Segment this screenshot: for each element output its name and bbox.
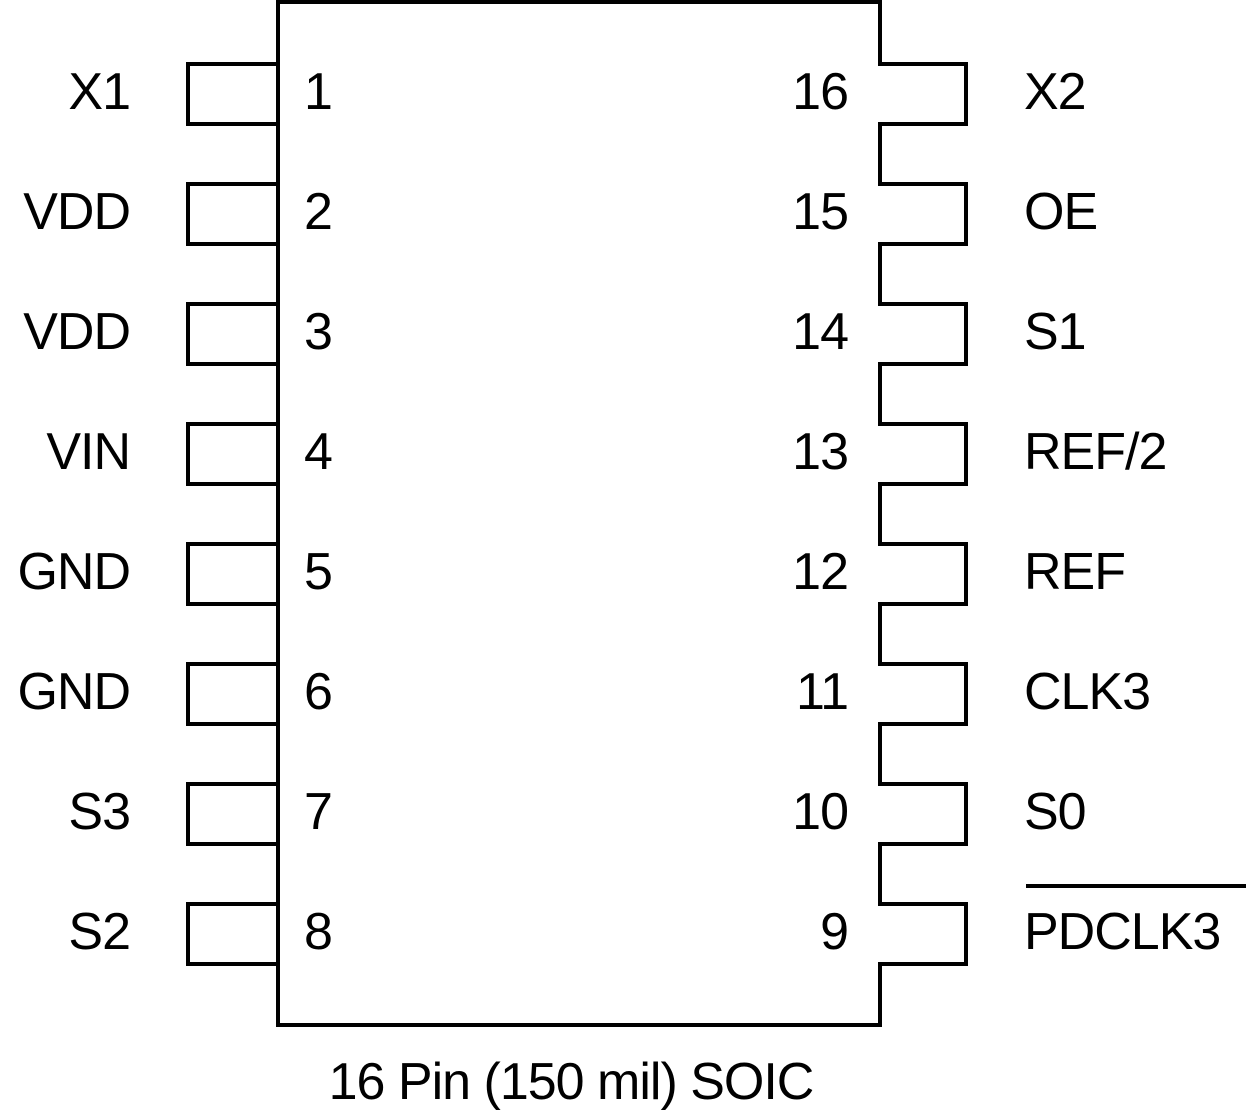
pin-name-left: S2 <box>68 903 131 961</box>
pin-name-right: S0 <box>1024 783 1087 841</box>
pin-name-right: PDCLK3 <box>1024 903 1221 961</box>
pin-number-right: 9 <box>820 903 849 961</box>
pin-number-right: 16 <box>792 63 849 121</box>
pin-name-left: X1 <box>68 63 131 121</box>
pin-name-left: S3 <box>68 783 131 841</box>
pin-number-left: 2 <box>304 183 333 241</box>
pin-lead-right <box>878 542 968 606</box>
pin-number-left: 5 <box>304 543 333 601</box>
pin-number-left: 4 <box>304 423 333 481</box>
pin-name-left: VIN <box>46 423 131 481</box>
pin-lead-left <box>186 422 276 486</box>
pin-number-right: 10 <box>792 783 849 841</box>
pin-name-left: VDD <box>23 183 131 241</box>
pin-lead-right <box>878 302 968 366</box>
pin-name-right: S1 <box>1024 303 1087 361</box>
pin-number-right: 11 <box>796 663 849 721</box>
pin-lead-left <box>186 662 276 726</box>
pin-number-left: 7 <box>304 783 333 841</box>
pin-number-right: 13 <box>792 423 849 481</box>
pin-lead-left <box>186 782 276 846</box>
pin-lead-right <box>878 422 968 486</box>
pin-number-right: 14 <box>792 303 849 361</box>
pin-lead-left <box>186 542 276 606</box>
pin-lead-left <box>186 182 276 246</box>
pin-number-left: 8 <box>304 903 333 961</box>
pin-number-left: 3 <box>304 303 333 361</box>
pin-lead-right <box>878 782 968 846</box>
pin-lead-right <box>878 182 968 246</box>
pin-lead-right <box>878 902 968 966</box>
pin-name-right: REF <box>1024 543 1126 601</box>
pin-number-right: 15 <box>792 183 849 241</box>
pin-name-right: X2 <box>1024 63 1087 121</box>
pin-lead-left <box>186 902 276 966</box>
pin-number-left: 1 <box>304 63 333 121</box>
pin-name-left: GND <box>17 663 131 721</box>
pin-lead-left <box>186 302 276 366</box>
pin-name-right: CLK3 <box>1024 663 1151 721</box>
pin-lead-right <box>878 62 968 126</box>
pin-number-left: 6 <box>304 663 333 721</box>
pin-lead-right <box>878 662 968 726</box>
pin-name-left: GND <box>17 543 131 601</box>
pin-name-right: REF/2 <box>1024 423 1167 481</box>
active-low-overbar <box>1026 884 1246 888</box>
ic-package-body <box>276 0 882 1027</box>
pin-name-left: VDD <box>23 303 131 361</box>
pin-name-right: OE <box>1024 183 1098 241</box>
pin-number-right: 12 <box>792 543 849 601</box>
pin-lead-left <box>186 62 276 126</box>
package-caption: 16 Pin (150 mil) SOIC <box>328 1053 815 1111</box>
